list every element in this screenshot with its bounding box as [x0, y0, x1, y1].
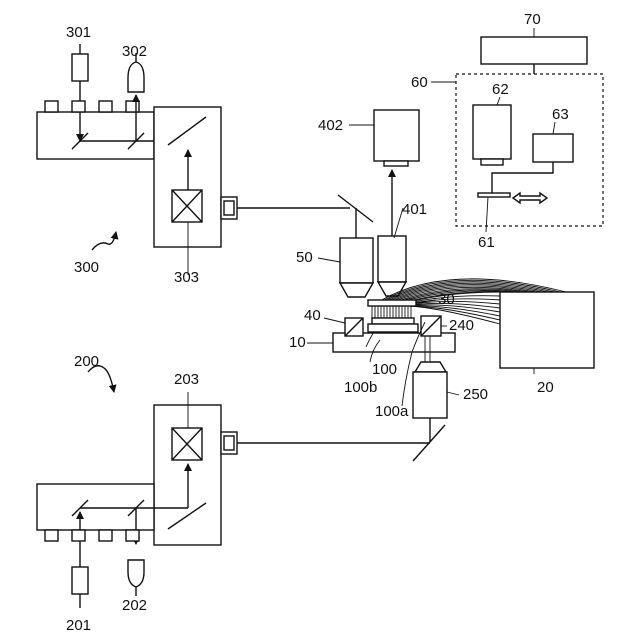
label-100: 100 — [372, 361, 397, 378]
label-303: 303 — [174, 269, 199, 286]
double-arrow-icon — [513, 193, 547, 203]
label-40: 40 — [304, 307, 321, 324]
label-50: 50 — [296, 249, 313, 266]
unit-60 — [456, 37, 603, 226]
label-61: 61 — [478, 234, 495, 251]
component-301 — [72, 54, 88, 81]
label-100a: 100a — [375, 403, 409, 420]
label-300: 300 — [74, 259, 99, 276]
label-301: 301 — [66, 24, 91, 41]
component-302 — [128, 62, 144, 92]
label-401: 401 — [402, 201, 427, 218]
label-302: 302 — [122, 43, 147, 60]
label-20: 20 — [537, 379, 554, 396]
objective-50 — [340, 238, 373, 283]
label-100b: 100b — [344, 379, 377, 396]
label-202: 202 — [122, 597, 147, 614]
central-optics — [333, 110, 566, 461]
probe-pins — [372, 306, 411, 318]
label-201: 201 — [66, 617, 91, 634]
camera-402 — [374, 110, 419, 161]
component-61 — [478, 193, 510, 197]
component-20 — [500, 292, 594, 368]
label-63: 63 — [552, 106, 569, 123]
probe-card-30 — [368, 300, 416, 306]
label-402: 402 — [318, 117, 343, 134]
component-62 — [473, 105, 511, 159]
label-250: 250 — [463, 386, 488, 403]
label-203: 203 — [174, 371, 199, 388]
label-30: 30 — [438, 291, 455, 308]
objective-250 — [415, 362, 446, 372]
sample-100 — [368, 324, 418, 332]
objective-401 — [378, 236, 406, 282]
unit-200 — [37, 366, 430, 608]
component-63 — [533, 134, 573, 162]
component-70 — [481, 37, 587, 64]
label-240: 240 — [449, 317, 474, 334]
label-60: 60 — [411, 74, 428, 91]
label-62: 62 — [492, 81, 509, 98]
unit-300 — [37, 44, 350, 268]
label-70: 70 — [524, 11, 541, 28]
label-200: 200 — [74, 353, 99, 370]
label-10: 10 — [289, 334, 306, 351]
component-202 — [128, 560, 144, 587]
component-201 — [72, 567, 88, 594]
